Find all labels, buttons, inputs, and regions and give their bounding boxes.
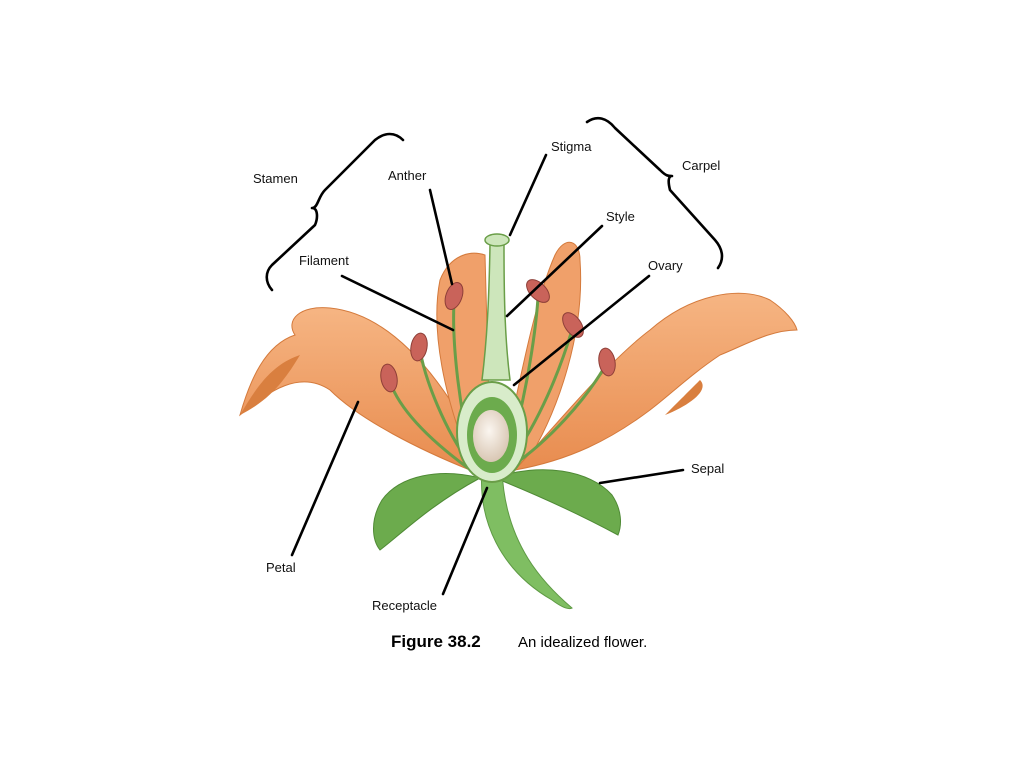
left-petal-curl [240,355,300,415]
carpel-label: Carpel [682,158,720,173]
stigma-leader [508,153,548,237]
sepal-label: Sepal [691,461,724,476]
style [481,244,511,381]
receptacle-leader [441,486,489,596]
left-sepal [373,473,482,551]
right-petal [513,292,798,471]
left-petal [239,307,471,471]
ovary-label: Ovary [648,258,683,273]
petal-label: Petal [266,560,296,575]
right-sepal [493,469,621,536]
stamen-brace [265,132,405,292]
stem [481,469,573,609]
stigma [484,233,510,247]
anther [410,332,428,362]
figure-number: Figure 38.2 [391,632,481,651]
petal-leader [290,400,360,557]
sepals [373,469,621,551]
ovary-leader [512,274,651,387]
anther [598,347,616,377]
anther [526,279,550,303]
ovule [473,410,509,462]
stigma-label: Stigma [551,139,592,154]
style-label: Style [606,209,635,224]
right-petal-curl [665,380,703,415]
filament [510,366,606,468]
anther [380,363,398,393]
carpel-brace [585,116,724,270]
filament-leader [340,274,455,332]
anther-leader [428,188,454,286]
figure-caption: An idealized flower. [518,634,647,651]
sepal-leader [598,468,685,485]
filament-label: Filament [299,253,349,268]
anthers [380,279,616,393]
anther-label: Anther [388,168,427,183]
carpel [456,233,528,483]
receptacle-label: Receptacle [372,598,437,613]
anther [444,282,464,310]
style-leader [505,224,604,318]
stamen-label: Stamen [253,171,298,186]
anther [562,312,584,338]
